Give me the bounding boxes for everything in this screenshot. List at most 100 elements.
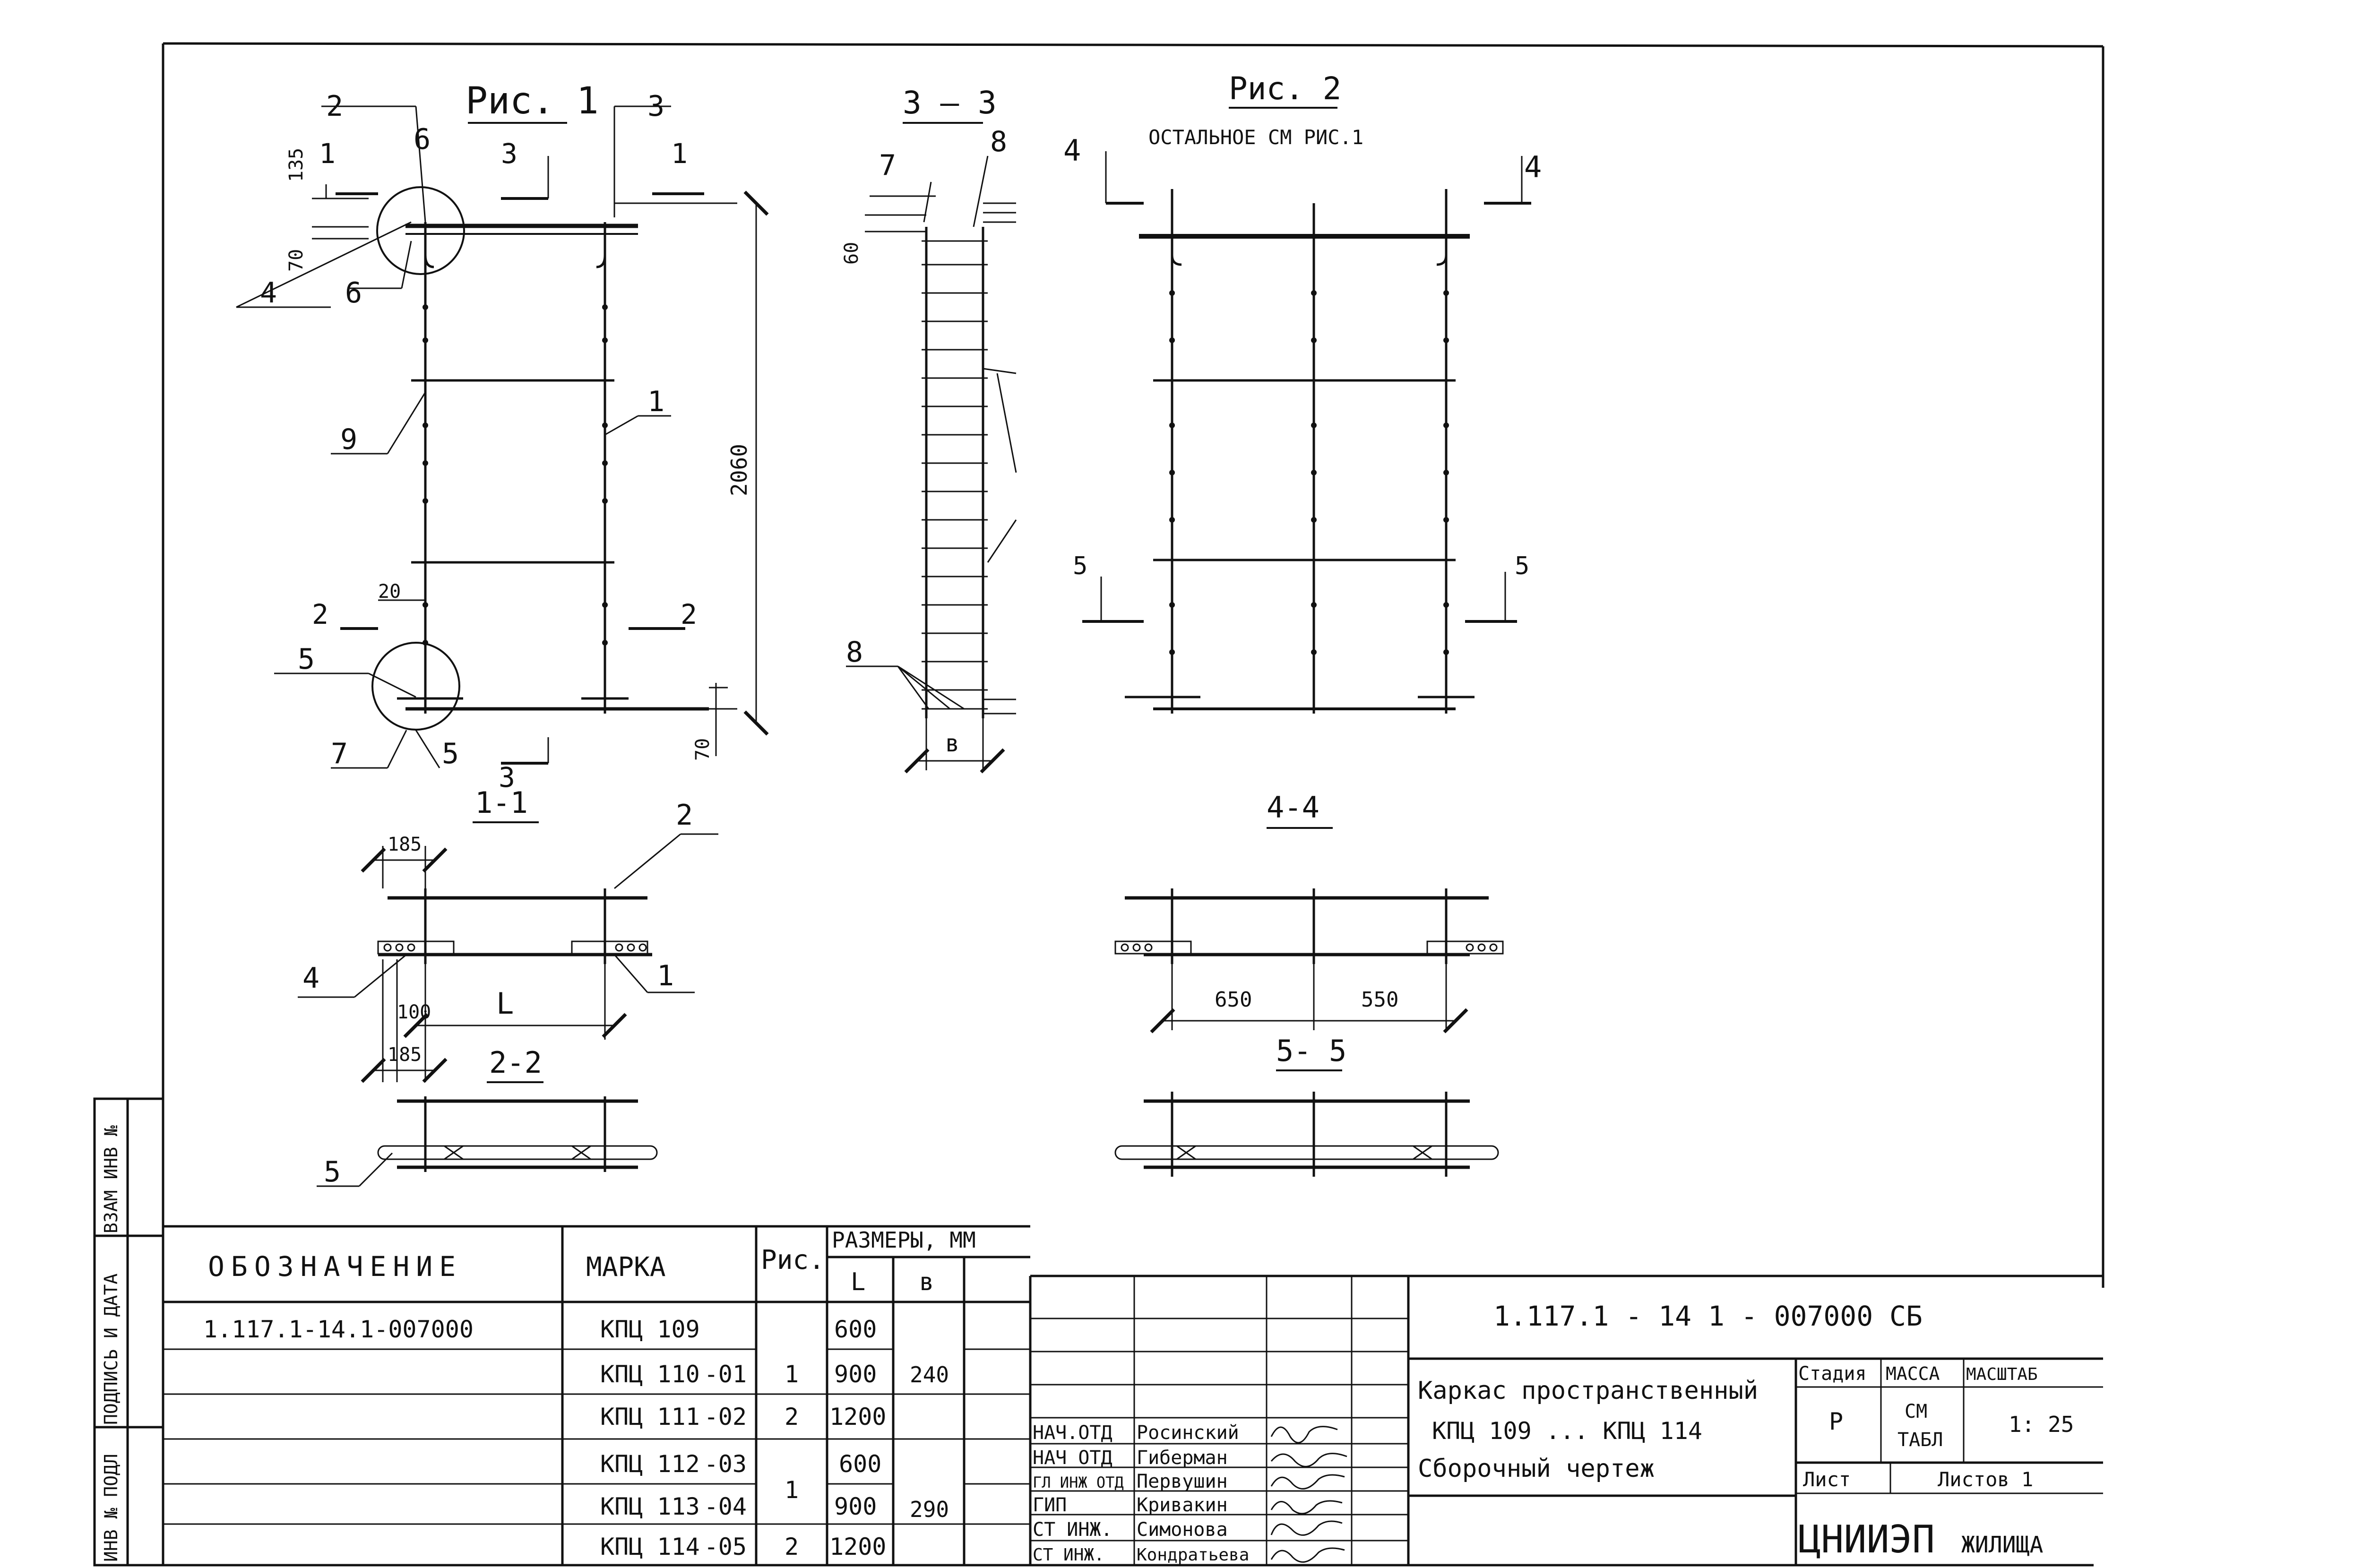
dim-b: в (945, 730, 959, 757)
section-mark-3: 3 (501, 138, 517, 170)
section-mark-4: 4 (1524, 150, 1542, 184)
fig2-note: ОСТАЛЬНОЕ СМ РИС.1 (1148, 126, 1363, 149)
table-row-oboznach: -03 (704, 1450, 747, 1478)
role: ГЛ ИНЖ ОТД (1033, 1473, 1124, 1491)
spec-header-ris: Рис. (761, 1245, 825, 1275)
signatures (1270, 1426, 1347, 1563)
fig1-view (236, 105, 769, 769)
section-1-1-holes (383, 943, 647, 952)
ris-group: 2 (785, 1403, 799, 1430)
section-mark-4: 4 (1063, 133, 1081, 168)
role: СТ ИНЖ. (1033, 1519, 1113, 1541)
callout-2: 2 (676, 799, 693, 832)
list-label: Лист (1803, 1468, 1851, 1491)
stamp-podpis-data: ПОДПИСЬ И ДАТА (101, 1274, 121, 1425)
table-row-oboznach: -04 (704, 1493, 747, 1520)
section-mark-3: 3 (499, 761, 515, 793)
stadia-value: Р (1829, 1408, 1843, 1435)
dim-135: 135 (285, 148, 307, 182)
title-block-grid (1030, 1276, 2103, 1565)
callout-2: 2 (326, 90, 343, 123)
section-1-1-view (298, 821, 718, 1083)
section-5-5-title: 5- 5 (1276, 1034, 1346, 1068)
role: НАЧ ОТД (1033, 1447, 1113, 1469)
table-row-marka: КПЦ 112 (600, 1450, 700, 1478)
table-row-marka: КПЦ 111 (600, 1403, 700, 1430)
table-row-oboznach: -01 (704, 1361, 747, 1388)
org-logo: ЦНИИЭП (1798, 1517, 1935, 1561)
spec-header-b: в (919, 1268, 934, 1296)
spec-table-rows: 1.117.1-14.1-007000 КПЦ 109 600 -01 КПЦ … (203, 1316, 949, 1560)
callout-5: 5 (298, 643, 315, 676)
sheet-frame (162, 42, 2104, 1567)
section-4-4-title: 4-4 (1267, 790, 1319, 825)
callout-6: 6 (414, 123, 431, 156)
fig1-callouts: 2 6 3 4 6 9 1 5 7 5 (260, 90, 664, 770)
callout-1: 1 (647, 385, 664, 418)
fig2-view (1082, 107, 1531, 714)
spec-header-marka: МАРКА (586, 1252, 666, 1283)
b-group: 240 (910, 1362, 949, 1387)
callout-1: 1 (657, 959, 674, 992)
section-4-4-view (1114, 827, 1504, 1034)
fig1-dims: 135 70 2060 20 70 (285, 148, 752, 761)
table-row-L: 900 (834, 1361, 877, 1388)
callout-8: 8 (846, 636, 863, 669)
section-mark-1: 1 (319, 138, 336, 170)
massa-value-1: СМ (1905, 1401, 1927, 1422)
person: Кондратьева (1137, 1545, 1249, 1565)
dim-185: 185 (388, 1044, 422, 1066)
fig2-dots (1169, 290, 1449, 655)
callout-8: 8 (990, 125, 1007, 158)
table-row-L: 600 (839, 1450, 881, 1478)
spec-header-L: L (851, 1268, 865, 1296)
table-row-L: 600 (834, 1316, 877, 1343)
table-row-oboznach: -05 (704, 1533, 747, 1560)
callout-7: 7 (331, 737, 348, 770)
table-row-L: 900 (834, 1493, 877, 1520)
org-suffix: ЖИЛИЩА (1961, 1532, 2043, 1558)
dim-L: L (496, 986, 514, 1021)
massa-header: МАССА (1886, 1363, 1940, 1384)
doc-code: 1.117.1 - 14 1 - 007000 СБ (1493, 1300, 1923, 1332)
callout-5: 5 (442, 737, 459, 770)
stamp-inv-podl: ИНВ № ПОДЛ (101, 1454, 121, 1562)
role: СТ ИНЖ. (1033, 1545, 1104, 1565)
fig2-title: Рис. 2 (1229, 70, 1341, 107)
spec-table-grid (163, 1226, 1030, 1565)
section-3-3-title: 3 – 3 (903, 85, 997, 121)
role: ГИП (1033, 1494, 1067, 1516)
doc-name-line2: КПЦ 109 ... КПЦ 114 (1432, 1417, 1702, 1445)
section-mark-2: 2 (681, 598, 697, 630)
person: Первушин (1137, 1471, 1228, 1492)
side-stamp (93, 1097, 164, 1567)
table-row-marka: КПЦ 109 (600, 1316, 700, 1343)
b-group: 290 (910, 1497, 949, 1522)
table-row-marka: КПЦ 114 (600, 1533, 700, 1560)
spec-header-razmery: РАЗМЕРЫ, ММ (832, 1227, 976, 1253)
dim-550: 550 (1361, 988, 1398, 1012)
section-mark-5: 5 (1073, 552, 1087, 580)
fig1-section-marks: 1 1 2 2 3 3 (312, 138, 697, 793)
fig1-dots (423, 304, 608, 646)
dim-70: 70 (285, 249, 307, 272)
section-1-1-title: 1-1 (475, 785, 528, 820)
person: Симонова (1137, 1519, 1228, 1541)
stamp-vzam-inv: ВЗАМ ИНВ № (101, 1125, 121, 1233)
table-row-oboznach: -02 (704, 1403, 747, 1430)
ris-group: 1 (785, 1361, 799, 1388)
section-4-4-holes (1121, 943, 1498, 952)
table-row-marka: КПЦ 110 (600, 1361, 700, 1388)
table-row-marka: КПЦ 113 (600, 1493, 700, 1520)
person: Кривакин (1137, 1494, 1228, 1516)
section-3-3-view (846, 122, 1017, 774)
callout-4: 4 (260, 276, 277, 310)
dim-20: 20 (378, 581, 401, 603)
fig1-title: Рис. 1 (466, 80, 599, 122)
section-mark-2: 2 (312, 598, 328, 630)
doc-name-line3: Сборочный чертеж (1418, 1455, 1655, 1483)
table-row-oboznach: 1.117.1-14.1-007000 (203, 1316, 474, 1343)
person: Росинский (1137, 1422, 1239, 1444)
dim-60: 60 (841, 242, 862, 265)
masshtab-value: 1: 25 (2009, 1412, 2074, 1437)
